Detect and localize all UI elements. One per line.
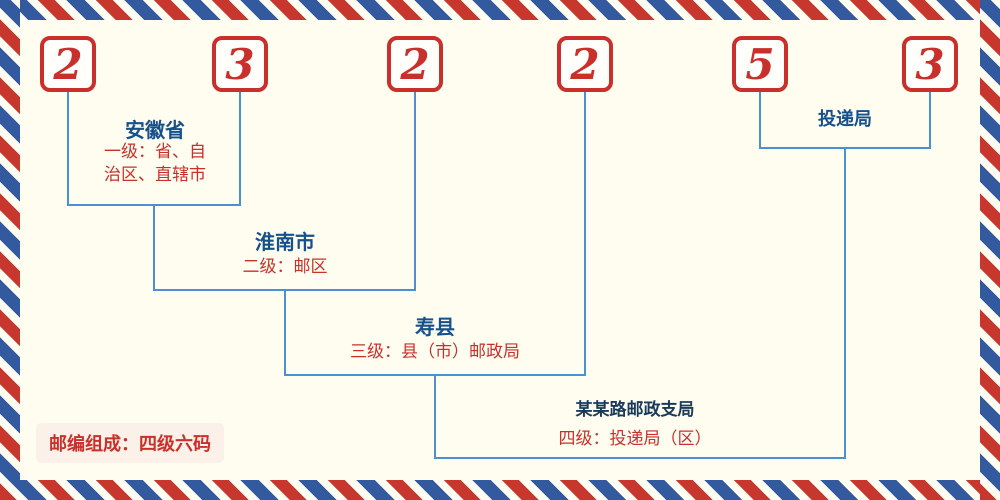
postal-digit-3: 2 <box>387 36 443 92</box>
digit-text: 2 <box>53 39 83 89</box>
postal-digit-5: 5 <box>732 36 788 92</box>
footer-note: 邮编组成：四级六码 <box>36 423 224 463</box>
level1-description: 一级：省、自 治区、直辖市 <box>65 141 245 187</box>
airmail-border-left <box>0 0 20 500</box>
postal-digit-4: 2 <box>557 36 613 92</box>
level2-name: 淮南市 <box>255 232 315 254</box>
level1-name: 安徽省 <box>125 120 185 142</box>
airmail-border-bottom <box>0 480 1000 500</box>
postal-digit-6: 3 <box>902 36 958 92</box>
airmail-border-right <box>980 0 1000 500</box>
level4-name: 某某路邮政支局 <box>575 400 695 419</box>
digit-text: 2 <box>570 39 600 89</box>
level1-description-line2: 治区、直辖市 <box>104 164 206 184</box>
digit-text: 5 <box>745 39 775 89</box>
level3-description: 三级：县（市）邮政局 <box>350 342 520 361</box>
level2-description: 二级：邮区 <box>242 257 328 276</box>
delivery-office-label: 投递局 <box>818 109 872 129</box>
postal-digit-2: 3 <box>212 36 268 92</box>
airmail-border-top <box>0 0 1000 20</box>
digit-text: 3 <box>225 39 255 89</box>
postal-digit-1: 2 <box>40 36 96 92</box>
level3-name: 寿县 <box>415 317 455 339</box>
digit-text: 2 <box>400 39 430 89</box>
digit-text: 3 <box>915 39 945 89</box>
level4-description: 四级：投递局（区） <box>558 429 712 448</box>
level1-description-line1: 一级：省、自 <box>104 142 206 161</box>
